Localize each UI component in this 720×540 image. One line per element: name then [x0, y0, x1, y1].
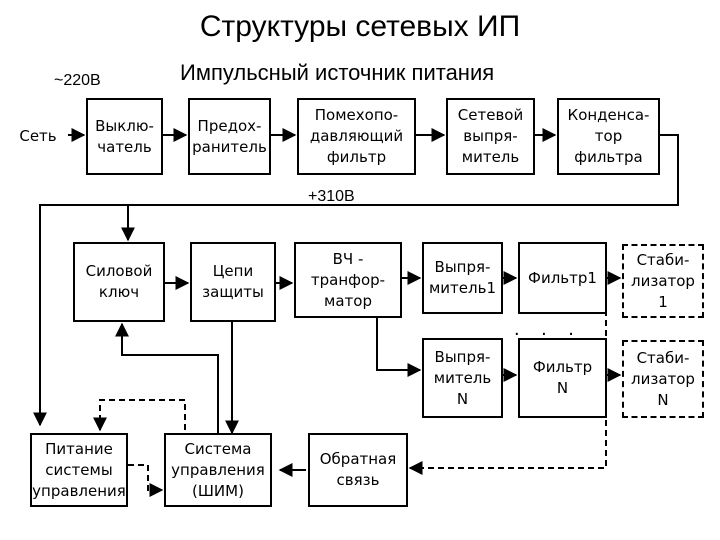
ellipsis-separator: . . .	[514, 318, 582, 340]
block-rectifier-n: Выпря- митель N	[422, 338, 503, 418]
block-protection: Цепи защиты	[190, 242, 276, 322]
block-filter-n: Фильтр N	[518, 338, 607, 418]
dc-voltage-label: +310В	[308, 188, 355, 205]
block-switch: Выклю- чатель	[86, 98, 163, 175]
block-feedback: Обратная связь	[308, 433, 408, 507]
block-power-switch: Силовой ключ	[73, 242, 165, 322]
arrow-control-powerswitch	[115, 322, 219, 435]
block-control-system: Система управления (ШИМ)	[164, 433, 272, 507]
block-control-power: Питание системы управления	[30, 433, 128, 507]
block-stabilizer-1: Стаби- лизатор 1	[622, 244, 704, 318]
dashed-controlpower-control	[128, 464, 164, 497]
block-filter-capacitor: Конденса- тор фильтра	[557, 98, 660, 175]
block-rectifier-1: Выпря- митель1	[422, 242, 503, 314]
block-mains: Сеть	[8, 98, 68, 175]
diagram-subtitle: Импульсный источник питания	[180, 60, 495, 85]
dashed-feedback-controlpower	[93, 399, 186, 432]
dc-bus-line	[33, 134, 679, 427]
page-title: Структуры сетевых ИП	[199, 10, 521, 43]
block-stabilizer-n: Стаби- лизатор N	[622, 340, 704, 418]
block-hf-transformer: ВЧ - транфор- матор	[294, 242, 402, 318]
ac-voltage-label: ~220В	[54, 72, 101, 89]
block-fuse: Предох- ранитель	[188, 98, 271, 175]
block-mains-rectifier: Сетевой выпря- митель	[446, 98, 535, 175]
block-emi-filter: Помехопо- давляющий фильтр	[297, 98, 416, 175]
block-filter-1: Фильтр1	[518, 242, 607, 314]
arrow-transformer-rectifierN	[376, 318, 422, 377]
